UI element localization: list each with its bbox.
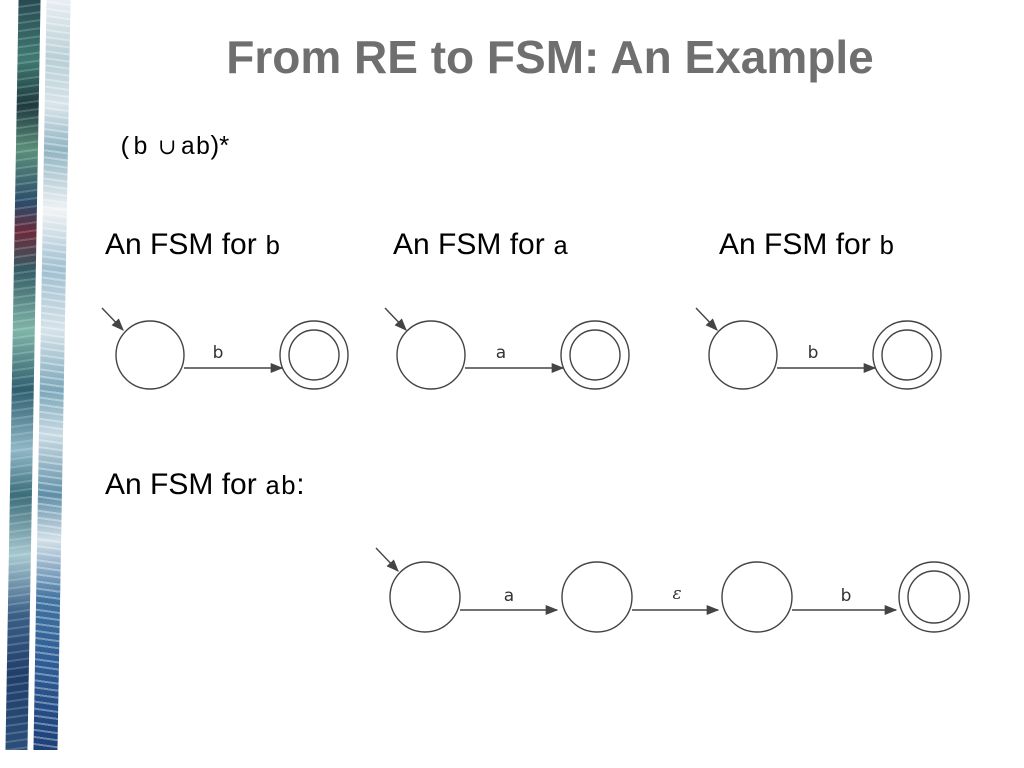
transition-label: a: [496, 343, 506, 363]
heading-symbol: b: [879, 232, 895, 262]
heading-symbol: a: [553, 232, 569, 262]
accept-state-outer: [279, 320, 349, 390]
heading-prefix: An FSM for: [393, 228, 554, 261]
start-arrow: [375, 547, 399, 572]
union-symbol: ∪: [158, 135, 177, 160]
regex-open: (b: [118, 133, 149, 162]
heading-prefix: An FSM for: [105, 228, 266, 261]
accept-state-inner: [907, 570, 961, 624]
fsm-b-2: b: [695, 307, 942, 390]
start-state: [115, 320, 185, 390]
accept-state-outer: [560, 320, 630, 390]
slide-title: From RE to FSM: An Example: [226, 31, 874, 83]
intermediate-state-2: [721, 561, 793, 633]
heading-fsm-b-2: An FSM for b: [719, 228, 895, 262]
transition-label: b: [213, 343, 224, 363]
heading-fsm-b-1: An FSM for b: [105, 228, 281, 262]
transition-label-a: a: [504, 586, 514, 606]
regex-mid: ab: [180, 133, 211, 162]
heading-fsm-a: An FSM for a: [393, 228, 569, 262]
accept-state-inner: [288, 329, 340, 381]
fsm-a: a: [384, 307, 630, 390]
transition-label-epsilon: ε: [672, 584, 681, 604]
transition-label-b: b: [841, 586, 852, 606]
intermediate-state-1: [561, 561, 633, 633]
heading-suffix: :: [296, 468, 305, 501]
accept-state-inner: [881, 329, 933, 381]
heading-symbol: b: [265, 232, 281, 262]
fsm-ab: a ε b: [375, 547, 970, 633]
regular-expression: (b ∪ab)*: [118, 130, 229, 162]
start-arrow: [695, 307, 718, 331]
start-arrow: [384, 307, 407, 331]
fsm-b-1: b: [101, 307, 349, 390]
heading-fsm-ab: An FSM for ab:: [105, 468, 305, 502]
accept-state-outer: [898, 561, 970, 633]
heading-prefix: An FSM for: [719, 228, 880, 261]
start-state: [389, 561, 461, 633]
heading-symbol: ab: [265, 472, 297, 502]
transition-label: b: [808, 343, 819, 363]
start-state: [708, 320, 778, 390]
heading-prefix: An FSM for: [105, 468, 266, 501]
start-arrow: [101, 307, 124, 331]
regex-close: )*: [210, 130, 230, 160]
accept-state-outer: [872, 320, 942, 390]
start-state: [396, 320, 466, 390]
accept-state-inner: [569, 329, 621, 381]
